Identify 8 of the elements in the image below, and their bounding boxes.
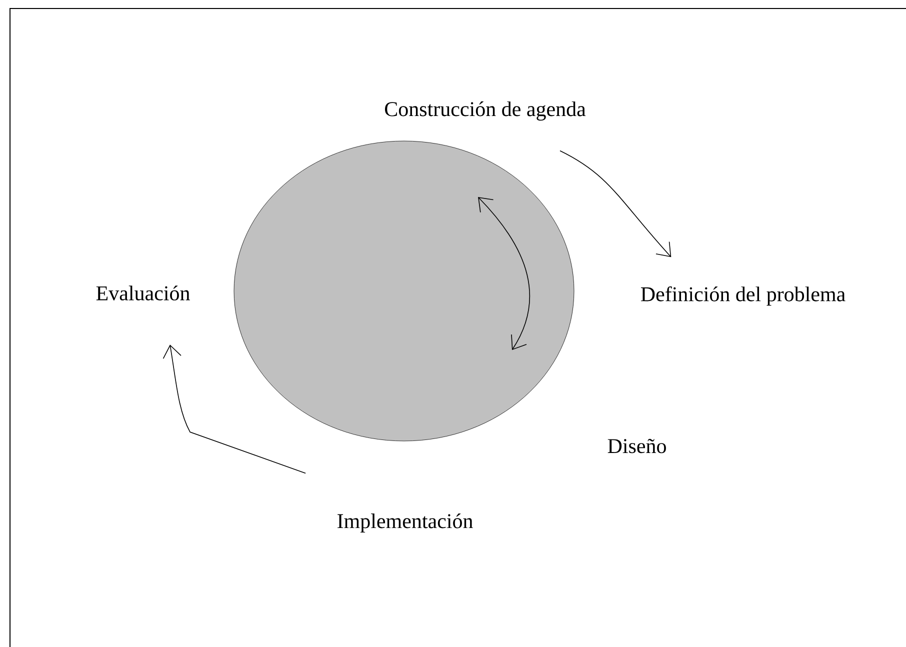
arrow: [162, 344, 306, 474]
stage-label: Evaluación: [96, 286, 190, 300]
stage-label: Diseño: [608, 438, 666, 454]
stage-label: Definición del problema: [640, 286, 846, 306]
stage-label: Implementación: [338, 513, 473, 533]
arrow: [560, 150, 672, 258]
stage-label: Construcción de agenda: [384, 101, 586, 121]
cycle-circle: [234, 140, 574, 442]
